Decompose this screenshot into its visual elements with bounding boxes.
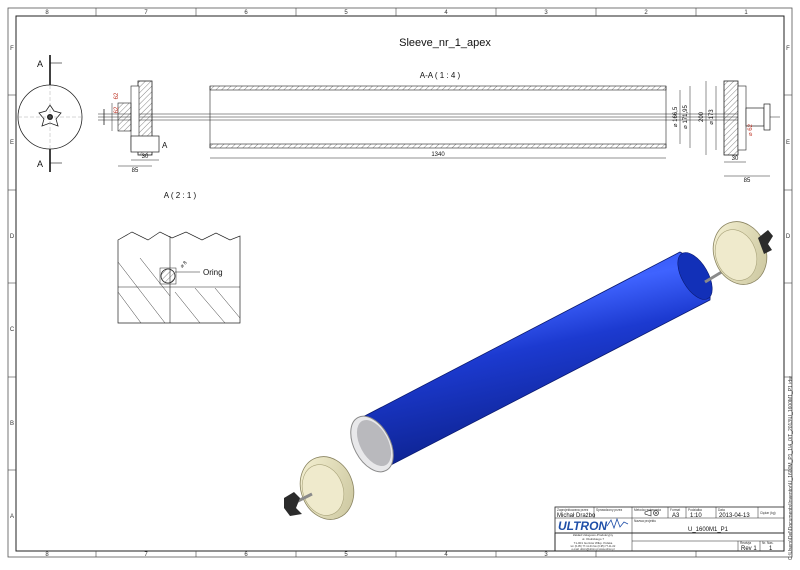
tb-sheet-label: Nr. Nas. xyxy=(762,541,774,545)
zone-row-labels: F E D C B A F E D xyxy=(10,46,791,520)
zone-row-b: B xyxy=(10,421,14,427)
tb-date: 2013-04-13 xyxy=(719,513,750,519)
logo-wave-icon xyxy=(606,517,629,530)
dimension-labels: 1340 85 30 85 30 62 62 ⌀ 166,5 ⌀ 171,95 … xyxy=(114,92,754,184)
zone-row-f: F xyxy=(10,46,14,52)
zone-ticks xyxy=(8,8,792,557)
zone-row-a: A xyxy=(10,514,14,520)
zone-row-d-right: D xyxy=(786,234,791,240)
file-path: C:\Users\Del\Documents\Inventor\U_1600M_… xyxy=(788,376,794,560)
section-marker-bottom: A xyxy=(37,159,43,169)
dim-inner-diameter: ⌀ 166,5 xyxy=(673,106,679,127)
company-line3: 71-001 Gorzów Wlkp. Polska xyxy=(574,541,613,545)
section-view: A xyxy=(98,80,780,177)
zone-col-4-bottom: 4 xyxy=(444,552,448,558)
dim-left-30: 30 xyxy=(142,154,149,160)
tb-drawn-by: Michał Drażbo xyxy=(557,513,596,519)
dim-outer-diameter: ⌀ 171,95 xyxy=(683,105,689,129)
company-line4: tel. (0-95) 77-11-01 fax (0-95) 77-11-02 xyxy=(571,544,616,548)
dim-173: ⌀ 173 xyxy=(709,109,715,125)
zone-row-e-right: E xyxy=(786,140,790,146)
zone-col-5: 5 xyxy=(344,10,348,16)
dim-right-30: 30 xyxy=(732,156,739,162)
zone-col-7: 7 xyxy=(144,10,148,16)
tb-date-label: Data xyxy=(718,508,725,512)
company-line1: Zakład Usługowo-Produkcyjny xyxy=(573,533,614,537)
tb-format: A3 xyxy=(672,513,680,519)
zone-col-3-bottom: 3 xyxy=(544,552,548,558)
zone-col-7-bottom: 7 xyxy=(144,552,148,558)
drawing-title: Sleeve_nr_1_apex xyxy=(399,37,491,49)
detail-view: Oring ⌀ 8 xyxy=(117,231,241,324)
dim-length: 1340 xyxy=(431,152,445,158)
dim-left-62-top: 62 xyxy=(114,92,120,99)
isometric-render xyxy=(284,221,773,520)
tb-projection-label: Metoda rzutowania xyxy=(634,508,661,512)
tb-checked-label: Sprawdzony przez xyxy=(596,508,623,512)
zone-row-e: E xyxy=(10,140,14,146)
zone-column-labels: 8 7 6 5 4 3 2 1 8 7 6 5 4 3 xyxy=(45,10,748,558)
tb-drawn-by-label: Zaprojektowana przez xyxy=(557,508,589,512)
company-line5: e-mail: ultron@ultron.pl www.ultron.pl xyxy=(572,547,615,551)
zone-col-8-bottom: 8 xyxy=(45,552,49,558)
zone-col-1: 1 xyxy=(744,10,748,16)
zone-col-8: 8 xyxy=(45,10,49,16)
zone-row-d: D xyxy=(10,234,15,240)
detail-view-label: A ( 2 : 1 ) xyxy=(164,191,197,200)
tb-part-name-label: Nazwa projektu xyxy=(634,519,656,523)
end-view: A A xyxy=(17,55,83,172)
zone-row-f-right: F xyxy=(786,46,790,52)
zone-col-3: 3 xyxy=(544,10,548,16)
dim-detail-r8: ⌀ 8 xyxy=(179,260,188,269)
inner-border xyxy=(15,15,785,552)
projection-symbol-icon xyxy=(644,509,659,517)
oring-label: Oring xyxy=(203,268,223,277)
zone-col-5-bottom: 5 xyxy=(344,552,348,558)
tb-scale: 1:10 xyxy=(690,513,702,519)
tb-revision-label: Rewizja xyxy=(740,541,751,545)
dim-right-62: ⌀ 62 xyxy=(748,123,754,136)
dim-left-85: 85 xyxy=(132,168,139,174)
tb-drawing-no: Ciężar (kg) xyxy=(760,511,776,515)
section-view-label: A-A ( 1 : 4 ) xyxy=(420,71,461,80)
company-line2: ul. Okulickiego 7 xyxy=(582,537,604,541)
dim-left-62-bottom: 62 xyxy=(114,106,120,113)
title-block: Zaprojektowana przez Michał Drażbo Spraw… xyxy=(554,506,785,552)
zone-col-2: 2 xyxy=(644,10,648,16)
outer-border xyxy=(7,7,793,558)
tb-revision: Rev 1 xyxy=(741,546,757,552)
zone-col-4: 4 xyxy=(444,10,448,16)
dim-right-85: 85 xyxy=(744,178,751,184)
company-logo: ULTRON xyxy=(558,519,607,533)
section-marker-top: A xyxy=(37,59,43,69)
tb-scale-label: Podziałka xyxy=(688,508,702,512)
dim-200: 200 xyxy=(699,111,705,122)
tb-sheet: 1 xyxy=(769,546,773,552)
tb-part-name: U_1600M1_P1 xyxy=(688,527,729,533)
detail-callout-marker: A xyxy=(162,141,168,150)
zone-row-c: C xyxy=(10,327,15,333)
zone-col-6-bottom: 6 xyxy=(244,552,248,558)
zone-col-6: 6 xyxy=(244,10,248,16)
tb-format-label: Format xyxy=(670,508,680,512)
